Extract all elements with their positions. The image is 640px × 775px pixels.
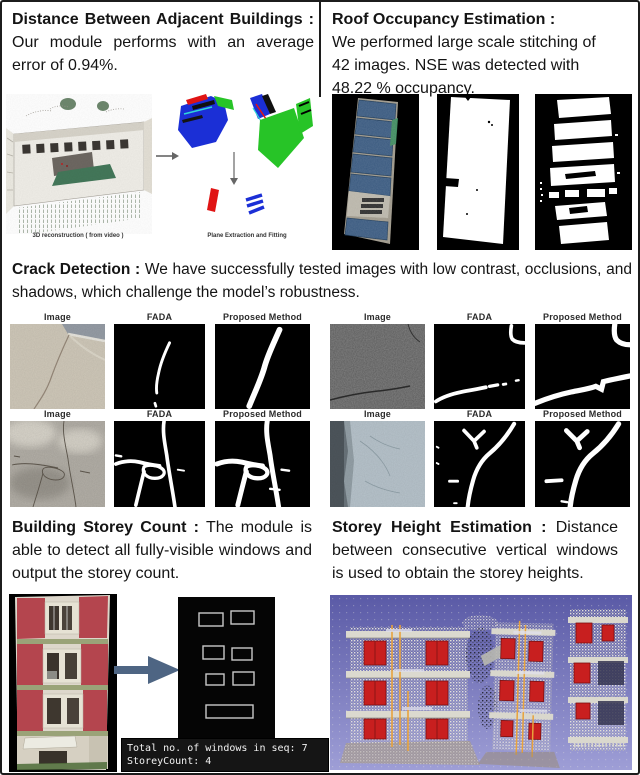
crack-mask-proposed bbox=[535, 421, 630, 507]
reconstruction-figure bbox=[6, 94, 313, 234]
terminal-output: Total no. of windows in seq: 7 StoreyCou… bbox=[122, 739, 328, 771]
plane-extraction-cluster-1 bbox=[178, 94, 234, 148]
crack-header-image: Image bbox=[363, 409, 391, 419]
roof-aerial-image bbox=[332, 94, 419, 250]
pointcloud-building-1 bbox=[340, 625, 480, 765]
crack-photo-concrete bbox=[10, 421, 105, 507]
measurement-lines bbox=[515, 620, 534, 758]
crack-mask-proposed bbox=[215, 421, 310, 507]
crack-header-fada: FADA bbox=[146, 409, 173, 419]
detected-window-boxes bbox=[198, 610, 255, 719]
window-outlines-panel bbox=[178, 597, 275, 739]
roof-mask-full-image bbox=[437, 94, 519, 250]
arrow-down-icon bbox=[230, 152, 238, 185]
pointcloud-building-3 bbox=[568, 609, 628, 751]
crack-mask-fada bbox=[114, 324, 205, 409]
facade-floor-2 bbox=[17, 644, 108, 690]
panel-distance-title: Distance Between Adjacent Buildings : bbox=[12, 11, 314, 28]
panel-storey-height-text: Storey Height Estimation : Distance betw… bbox=[332, 516, 618, 585]
crack-mask-proposed bbox=[535, 324, 630, 409]
panel-distance-body: Our module performs with an average erro… bbox=[12, 34, 314, 74]
facade-floor-1 bbox=[17, 596, 108, 644]
panel-storey-count-title: Building Storey Count : bbox=[12, 519, 199, 536]
crack-photo-wall bbox=[330, 421, 425, 507]
crack-header-fada: FADA bbox=[146, 312, 173, 322]
arrow-right-icon bbox=[156, 152, 179, 160]
crack-photo-asphalt bbox=[330, 324, 425, 409]
crack-header-fada: FADA bbox=[466, 409, 493, 419]
fitted-plane-fragments bbox=[207, 188, 265, 215]
panel-storey-count-text: Building Storey Count : The module is ab… bbox=[12, 516, 312, 585]
panel-crack-title: Crack Detection : bbox=[12, 261, 141, 278]
panel-crack-body: We have successfully tested images with … bbox=[12, 261, 632, 301]
recon-caption: 3D reconstruction ( from video ) bbox=[32, 233, 124, 239]
pointcloud-figure bbox=[330, 595, 632, 770]
facade-floor-3 bbox=[17, 690, 108, 736]
crack-mask-fada bbox=[114, 421, 205, 507]
arrow-right-icon bbox=[114, 656, 180, 684]
terminal-line-windows: Total no. of windows in seq: 7 bbox=[127, 743, 308, 754]
pointcloud-building-2 bbox=[477, 620, 560, 769]
panel-storey-height-body: Distance between consecutive vertical wi… bbox=[332, 519, 618, 582]
crack-header-image: Image bbox=[363, 312, 391, 322]
crack-photo-floor bbox=[10, 324, 105, 409]
panel-crack-text: Crack Detection : We have successfully t… bbox=[12, 258, 632, 304]
terminal-line-storeys: StoreyCount: 4 bbox=[127, 756, 212, 767]
panel-roof-text: Roof Occupancy Estimation : We performed… bbox=[332, 8, 616, 100]
panel-roof-body: We performed large scale stitching of 42… bbox=[332, 34, 596, 97]
crack-mask-proposed bbox=[215, 324, 310, 409]
panel-storey-height-title: Storey Height Estimation : bbox=[332, 519, 547, 536]
crack-mask-fada bbox=[434, 324, 525, 409]
facade-photo bbox=[9, 594, 117, 772]
measurement-lines bbox=[391, 625, 409, 751]
roof-section-bands bbox=[540, 97, 620, 244]
panel-roof-title: Roof Occupancy Estimation : bbox=[332, 11, 556, 28]
recon-photo bbox=[6, 94, 152, 234]
top-section-divider bbox=[319, 2, 321, 97]
crack-header-image: Image bbox=[43, 409, 71, 419]
crack-header-fada: FADA bbox=[466, 312, 493, 322]
red-windows bbox=[499, 638, 545, 740]
panel-storey-count-body: The module is able to detect all fully-v… bbox=[12, 519, 312, 582]
red-windows bbox=[573, 622, 615, 720]
crack-header-proposed: Proposed Method bbox=[543, 312, 622, 322]
facade-ground-floor bbox=[17, 735, 108, 770]
plane-extraction-caption: Plane Extraction and Fitting bbox=[207, 233, 287, 239]
crack-header-proposed: Proposed Method bbox=[543, 409, 622, 419]
panel-distance-text: Distance Between Adjacent Buildings : Ou… bbox=[12, 8, 314, 77]
roof-mask-sections-image bbox=[535, 94, 632, 250]
crack-header-image: Image bbox=[43, 312, 71, 322]
crack-mask-fada bbox=[434, 421, 525, 507]
crack-header-proposed: Proposed Method bbox=[223, 409, 302, 419]
crack-header-proposed: Proposed Method bbox=[223, 312, 302, 322]
plane-extraction-cluster-2 bbox=[250, 94, 313, 168]
